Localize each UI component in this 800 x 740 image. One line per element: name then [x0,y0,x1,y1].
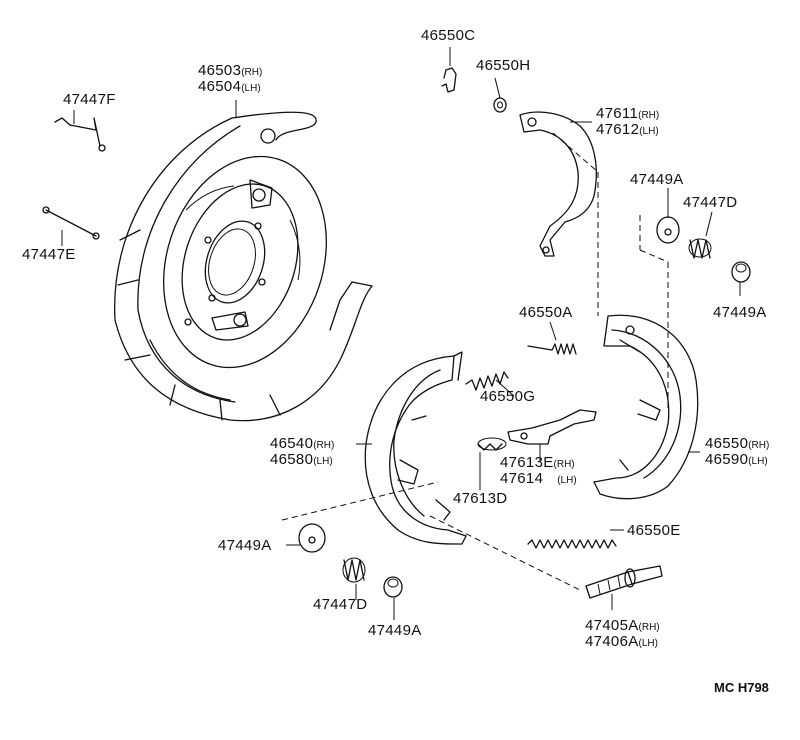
callout-lines [61,47,741,620]
label-46503-suffix: (RH) [241,67,263,78]
label-46504-suffix: (LH) [241,83,261,94]
cap-47449A-bottom [383,576,403,598]
label-47447F: 47447F [63,91,116,108]
label-46580: 46580(LH) [270,452,333,470]
label-47406A-number: 47406A [585,633,639,650]
label-47447D-top: 47447D [683,194,738,211]
label-46580-number: 46580 [270,451,314,468]
label-47405A-number: 47405A [585,617,639,634]
label-47614-suffix: (LH) [557,475,577,486]
label-47612-number: 47612 [596,121,640,138]
label-46550A: 46550A [519,304,573,321]
parking-brake-lever [519,111,597,257]
label-47613E: 47613E(RH) [500,455,575,473]
label-46580-suffix: (LH) [313,456,333,467]
label-46550E: 46550E [627,522,681,539]
label-47406A: 47406A(LH) [585,634,658,652]
label-46503-number: 46503 [198,62,242,79]
label-46590-suffix: (LH) [748,456,768,467]
label-46504: 46504(LH) [198,79,261,97]
label-46550G: 46550G [480,388,536,405]
adjuster-47405A [585,565,663,599]
spring-46550G [465,371,509,391]
label-47614-number: 47614 [500,470,544,487]
label-47449A-top: 47449A [630,171,684,188]
brake-shoe-front [364,351,467,545]
pin-47447F [54,117,106,152]
label-46550-suffix: (RH) [748,440,770,451]
backing-plate [114,111,373,422]
label-47406A-suffix: (LH) [638,638,658,649]
spring-46550E [527,539,617,549]
label-47405A: 47405A(RH) [585,618,660,636]
cup-47449A-left [298,523,326,553]
brake-shoe-rear [593,314,699,500]
label-46504-number: 46504 [198,78,242,95]
label-47613E-suffix: (RH) [553,459,575,470]
washer-46550H [493,97,507,113]
spring-46550A [527,343,577,355]
label-46550: 46550(RH) [705,436,769,454]
clip-46550C [441,67,457,93]
label-47612-suffix: (LH) [639,126,659,137]
label-46550C: 46550C [421,27,476,44]
diagram-code: MC H798 [714,680,769,695]
label-47611-number: 47611 [596,105,639,122]
label-46540: 46540(RH) [270,436,334,454]
label-47611-suffix: (RH) [638,110,660,121]
label-47449A-left: 47449A [218,537,272,554]
pin-47447E [42,206,100,240]
label-46590: 46590(LH) [705,452,768,470]
label-46503: 46503(RH) [198,63,262,81]
cap-47449A-right [731,261,751,283]
label-46550-number: 46550 [705,435,749,452]
label-46540-number: 46540 [270,435,314,452]
label-47611: 47611(RH) [596,106,659,124]
label-46550H: 46550H [476,57,531,74]
cup-47449A-top [656,216,680,244]
label-47613D: 47613D [453,490,508,507]
label-46590-number: 46590 [705,451,749,468]
label-46540-suffix: (RH) [313,440,335,451]
label-47405A-suffix: (RH) [638,622,660,633]
label-47449A-right: 47449A [713,304,767,321]
leader-lines [281,132,669,591]
label-47614: 47614 (LH) [500,471,577,489]
label-47449A-bottom: 47449A [368,622,422,639]
strut-47613E [507,409,597,445]
label-47447E: 47447E [22,246,76,263]
spring-47447D-bottom [342,557,366,583]
label-47612: 47612(LH) [596,122,659,140]
spring-47447D-top [688,238,712,259]
label-47613E-number: 47613E [500,454,554,471]
label-47447D-bottom: 47447D [313,596,368,613]
spring-47613D [477,437,507,451]
